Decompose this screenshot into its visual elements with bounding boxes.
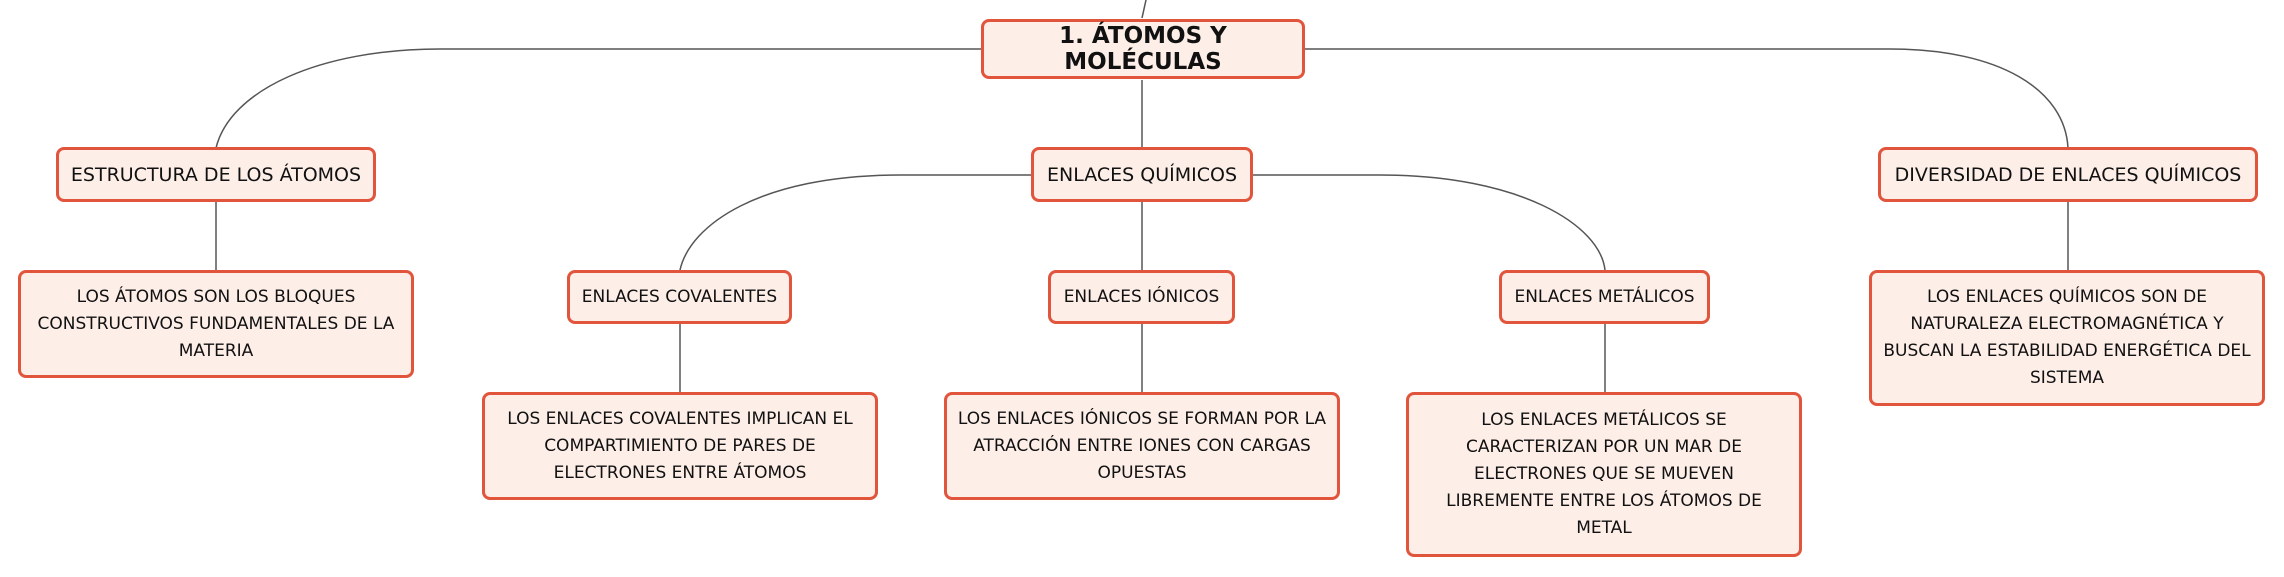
detail-enlaces-ionicos[interactable]: LOS ENLACES IÓNICOS SE FORMAN POR LA ATR… <box>944 392 1340 500</box>
detail-enlaces-covalentes-text: LOS ENLACES COVALENTES IMPLICAN EL COMPA… <box>507 408 853 483</box>
detail-enlaces-ionicos-text: LOS ENLACES IÓNICOS SE FORMAN POR LA ATR… <box>957 408 1327 483</box>
detail-enlaces-covalentes[interactable]: LOS ENLACES COVALENTES IMPLICAN EL COMPA… <box>482 392 878 500</box>
root-topic-label: 1. ÁTOMOS Y MOLÉCULAS <box>1059 23 1227 75</box>
detail-diversidad-enlaces-text: LOS ENLACES QUÍMICOS SON DE NATURALEZA E… <box>1883 287 2251 388</box>
topic-enlaces-quimicos-label: ENLACES QUÍMICOS <box>1046 163 1238 186</box>
root-topic[interactable]: 1. ÁTOMOS Y MOLÉCULAS <box>981 19 1305 79</box>
connector-top-stub <box>1141 0 1147 19</box>
topic-estructura-atomos[interactable]: ESTRUCTURA DE LOS ÁTOMOS <box>56 147 376 202</box>
connector-enlaces-to-covalentes <box>679 174 1032 271</box>
topic-enlaces-covalentes[interactable]: ENLACES COVALENTES <box>567 270 792 324</box>
connector-enlaces-to-metalicos <box>1252 174 1606 271</box>
detail-estructura-atomos-text: LOS ÁTOMOS SON LOS BLOQUES CONSTRUCTIVOS… <box>37 286 395 361</box>
topic-diversidad-enlaces-label: DIVERSIDAD DE ENLACES QUÍMICOS <box>1894 163 2242 186</box>
topic-enlaces-ionicos-label: ENLACES IÓNICOS <box>1063 287 1220 307</box>
detail-diversidad-enlaces[interactable]: LOS ENLACES QUÍMICOS SON DE NATURALEZA E… <box>1869 270 2265 406</box>
connector-root-to-diversidad <box>1304 48 2069 149</box>
topic-enlaces-ionicos[interactable]: ENLACES IÓNICOS <box>1048 270 1235 324</box>
detail-enlaces-metalicos[interactable]: LOS ENLACES METÁLICOS SE CARACTERIZAN PO… <box>1406 392 1802 557</box>
detail-enlaces-metalicos-text: LOS ENLACES METÁLICOS SE CARACTERIZAN PO… <box>1446 410 1762 538</box>
topic-diversidad-enlaces[interactable]: DIVERSIDAD DE ENLACES QUÍMICOS <box>1878 147 2258 202</box>
detail-estructura-atomos[interactable]: LOS ÁTOMOS SON LOS BLOQUES CONSTRUCTIVOS… <box>18 270 414 378</box>
topic-estructura-atomos-label: ESTRUCTURA DE LOS ÁTOMOS <box>70 163 362 186</box>
topic-enlaces-metalicos[interactable]: ENLACES METÁLICOS <box>1499 270 1710 324</box>
topic-enlaces-covalentes-label: ENLACES COVALENTES <box>581 287 778 307</box>
connector-root-to-estructura <box>215 48 982 149</box>
topic-enlaces-metalicos-label: ENLACES METÁLICOS <box>1514 287 1695 307</box>
topic-enlaces-quimicos[interactable]: ENLACES QUÍMICOS <box>1031 147 1253 202</box>
